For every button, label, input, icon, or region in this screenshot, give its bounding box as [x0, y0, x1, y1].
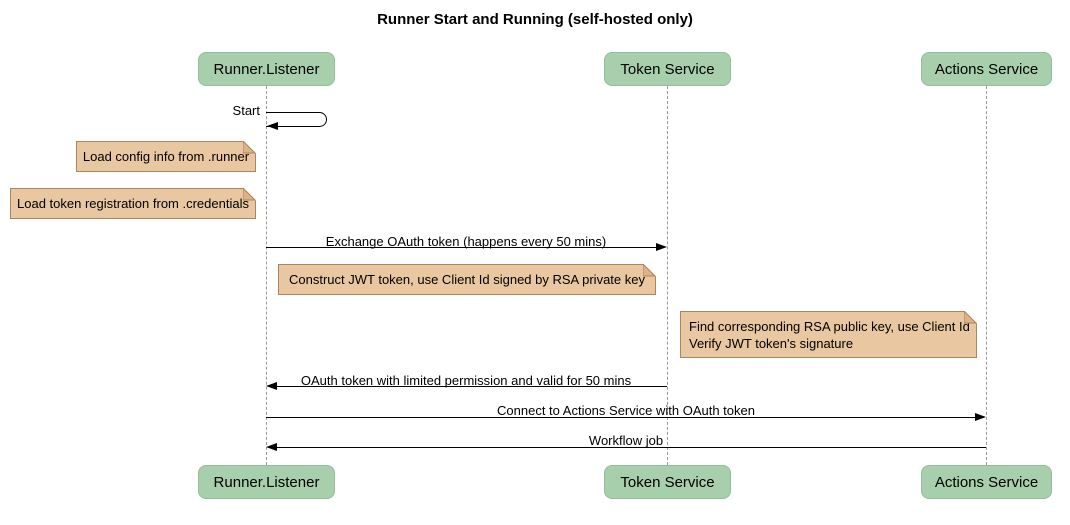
- arrowhead-exchange-oauth: [656, 243, 667, 251]
- note-fold-icon: [243, 188, 256, 201]
- message-line: [277, 386, 667, 387]
- message-label-start: Start: [232, 103, 260, 118]
- actor-bottom-token-service: Token Service: [604, 465, 731, 499]
- arrowhead-oauth-token: [266, 382, 277, 390]
- diagram-title: Runner Start and Running (self-hosted on…: [377, 11, 693, 28]
- actor-bottom-actions-service: Actions Service: [921, 465, 1052, 499]
- note-construct-jwt: Construct JWT token, use Client Id signe…: [278, 264, 656, 295]
- actor-top-token-service: Token Service: [604, 52, 731, 86]
- note-text: Load token registration from .credential…: [17, 196, 249, 211]
- self-loop-line: [266, 112, 327, 127]
- note-text-line1: Find corresponding RSA public key, use C…: [689, 318, 970, 334]
- note-fold-icon: [964, 311, 977, 324]
- lifeline-actions-service: [986, 86, 987, 465]
- message-label-exchange-oauth: Exchange OAuth token (happens every 50 m…: [325, 234, 607, 249]
- note-text-line2: Verify JWT token's signature: [689, 335, 854, 351]
- message-label-workflow-job: Workflow job: [588, 433, 664, 448]
- note-fold-icon: [243, 141, 256, 154]
- arrowhead-start: [267, 122, 278, 130]
- note-verify-jwt: Find corresponding RSA public key, use C…: [680, 311, 977, 358]
- message-label-connect-actions: Connect to Actions Service with OAuth to…: [497, 403, 755, 418]
- actor-top-runner-listener: Runner.Listener: [198, 52, 335, 86]
- actor-top-actions-service: Actions Service: [921, 52, 1052, 86]
- note-fold-icon: [643, 264, 656, 277]
- lifeline-runner-listener: [266, 86, 267, 465]
- message-line: [266, 247, 656, 248]
- note-text: Load config info from .runner: [82, 149, 250, 164]
- note-text: Construct JWT token, use Client Id signe…: [289, 272, 645, 287]
- arrowhead-workflow-job: [266, 443, 277, 451]
- note-load-config: Load config info from .runner: [76, 141, 256, 172]
- lifeline-token-service: [667, 86, 668, 465]
- arrowhead-connect-actions: [975, 413, 986, 421]
- actor-bottom-runner-listener: Runner.Listener: [198, 465, 335, 499]
- message-line: [277, 447, 986, 448]
- note-load-token-registration: Load token registration from .credential…: [10, 188, 256, 219]
- message-line: [266, 417, 975, 418]
- message-label-oauth-token: OAuth token with limited permission and …: [300, 373, 632, 388]
